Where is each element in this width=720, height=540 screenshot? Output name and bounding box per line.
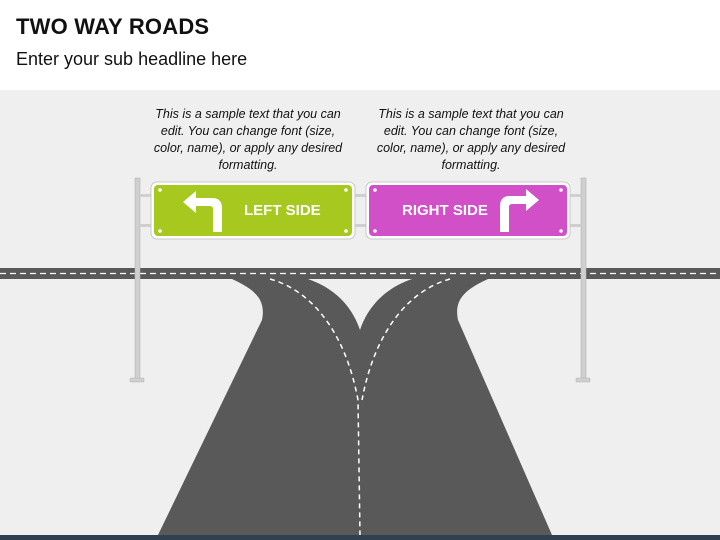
turn-left-arrow-icon xyxy=(183,191,222,232)
slide-title: TWO WAY ROADS xyxy=(16,14,210,39)
right-sign xyxy=(365,181,571,240)
left-sign-label: LEFT SIDE xyxy=(244,202,321,219)
right-lane-dashes xyxy=(361,278,451,401)
fork-road xyxy=(158,279,552,535)
right-pole xyxy=(575,177,591,383)
left-lane-dashes xyxy=(269,278,361,536)
turn-right-arrow-icon xyxy=(500,189,539,232)
left-description-text: This is a sample text that you can edit.… xyxy=(153,107,343,172)
sign-brackets xyxy=(140,194,581,227)
left-sign xyxy=(150,181,356,240)
footer-bar xyxy=(0,535,720,540)
left-pole xyxy=(129,177,145,383)
right-sign-label: RIGHT SIDE xyxy=(402,202,488,219)
right-description-text: This is a sample text that you can edit.… xyxy=(376,107,566,172)
slide-subtitle: Enter your sub headline here xyxy=(16,49,248,69)
